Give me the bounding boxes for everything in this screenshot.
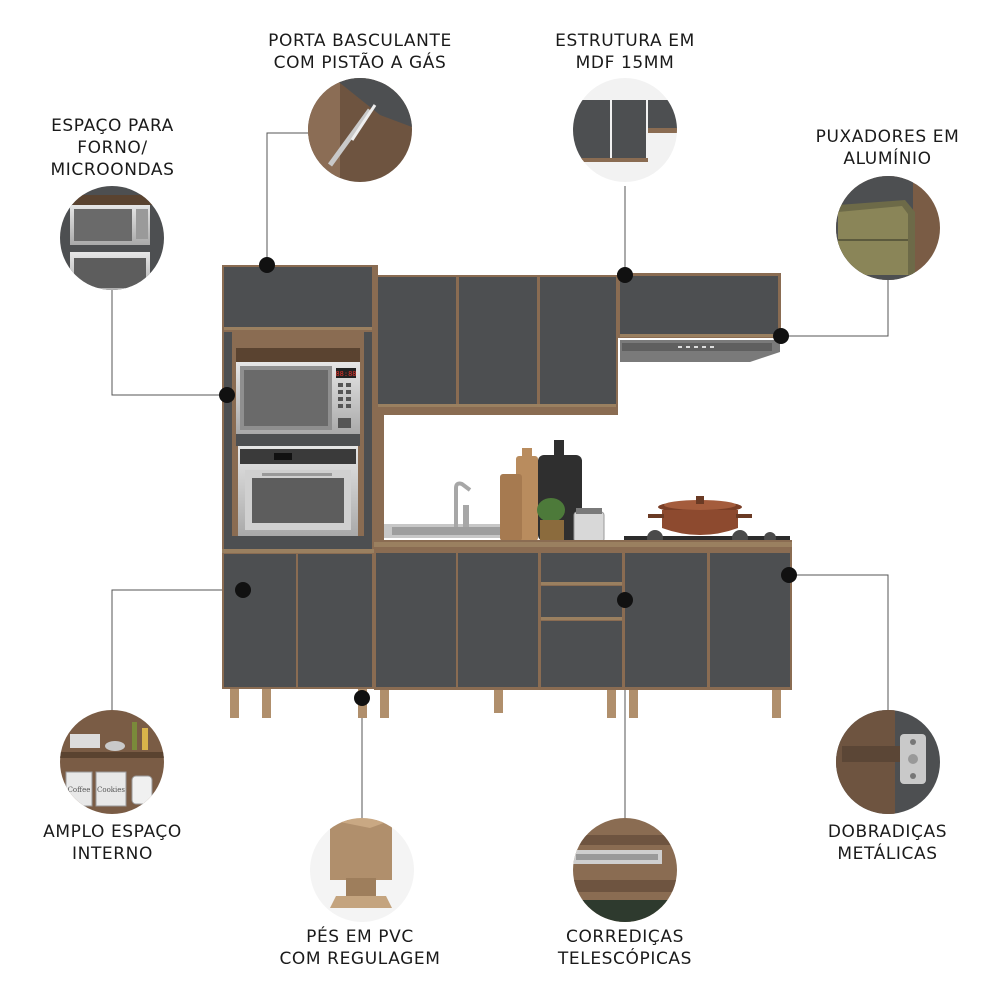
jar-label-coffee: Coffee [68,786,91,794]
base-cabinets [374,540,792,690]
label-puxadores: PUXADORES EM ALUMÍNIO [815,127,960,169]
label-estrutura-mdf: ESTRUTURA EM MDF 15MM [555,31,695,73]
side-panel [376,415,384,543]
tall-tower-cabinet: 88:88 [222,265,378,689]
label-espaco-forno: ESPAÇO PARA FORNO/ MICROONDAS [50,116,175,180]
detail-circle-pvc-foot [310,818,414,922]
callout-dots [219,257,797,706]
label-corredicas: CORREDIÇAS TELESCÓPICAS [557,927,693,969]
upper-cabinets [376,275,618,415]
detail-circle-mdf [573,78,677,182]
detail-circle-interior: Coffee Cookies [60,710,164,814]
detail-circle-slides [573,818,677,922]
jar-label-cookies: Cookies [97,786,125,794]
label-dobradicas: DOBRADIÇAS METÁLICAS [827,822,948,864]
label-porta-basculante: PORTA BASCULANTE COM PISTÃO A GÁS [268,31,452,73]
cabinet-feet [230,688,781,718]
label-pes-pvc: PÉS EM PVC COM REGULAGEM [279,927,441,969]
detail-circle-gas-piston [308,78,412,182]
detail-circle-hinge [836,710,940,814]
countertop-items [384,440,790,546]
microwave-display: 88:88 [335,370,356,378]
detail-circle-oven-space [60,186,164,290]
detail-circle-handle [836,176,940,280]
hood-cabinet [617,273,781,362]
label-amplo-espaco: AMPLO ESPAÇO INTERNO [43,822,182,864]
